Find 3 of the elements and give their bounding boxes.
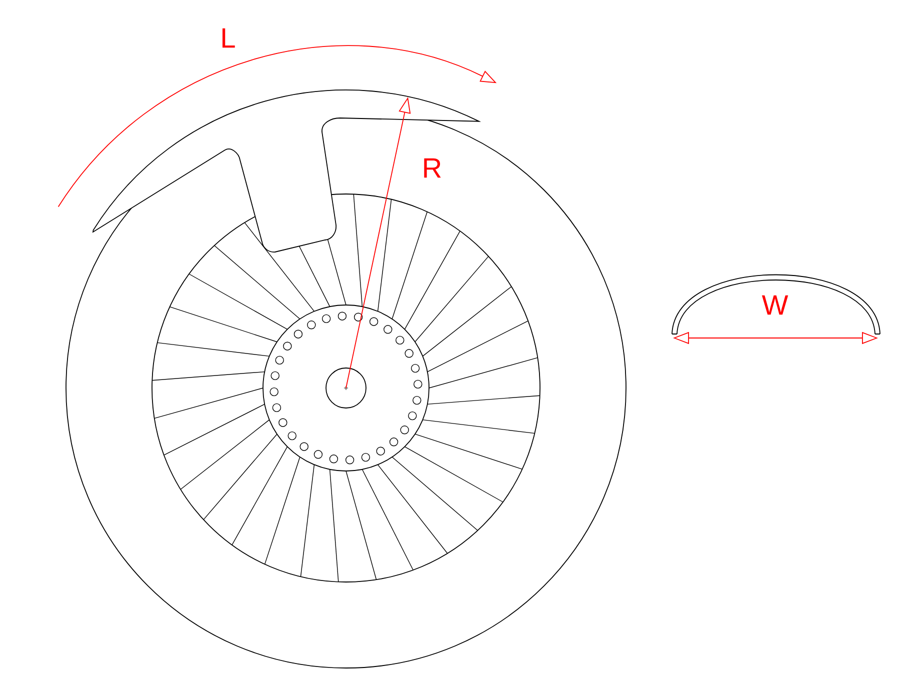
dimension-label: R <box>424 158 441 178</box>
dimension-label: L <box>222 28 235 48</box>
dimension-label: W <box>762 295 788 315</box>
